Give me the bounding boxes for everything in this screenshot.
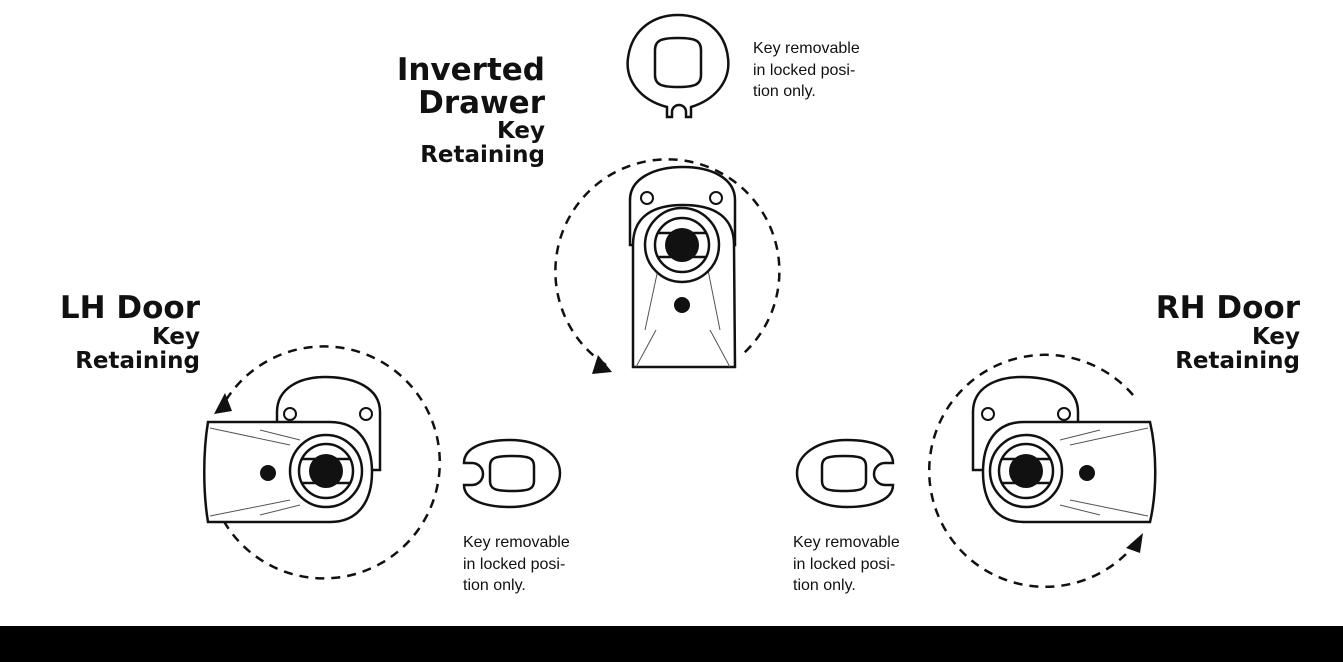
inverted-drawer-lock-body	[628, 165, 737, 369]
lh-door-lock-body	[203, 375, 382, 524]
lh-door-rotation-arc	[214, 345, 441, 580]
rh-door-key-icon	[795, 438, 895, 509]
rh-door-rotation-arc	[927, 353, 1143, 589]
rh-door-subtitle-line1: Key	[1251, 323, 1300, 350]
rh-door-lock-body	[971, 375, 1157, 524]
inverted-drawer-title-line2: Drawer	[418, 84, 545, 121]
inverted-drawer-note-line2: in locked posi-	[753, 61, 856, 79]
footer-bar	[0, 626, 1343, 662]
inverted-drawer-note: Key removable in locked posi- tion only.	[753, 38, 860, 103]
inverted-drawer-rotation-arc	[554, 158, 781, 374]
lh-door-subtitle-line1: Key	[151, 323, 200, 350]
rh-door-note: Key removable in locked posi- tion only.	[793, 532, 900, 597]
rh-door-note-line3: tion only.	[793, 577, 856, 595]
lh-door-note: Key removable in locked posi- tion only.	[463, 532, 570, 597]
lh-door-key-icon	[462, 438, 562, 509]
inverted-drawer-subtitle-line1: Key	[496, 118, 545, 145]
rh-door-note-line2: in locked posi-	[793, 555, 896, 573]
inverted-drawer-label: Inverted Drawer Key Retaining	[380, 54, 545, 167]
lh-door-title: LH Door	[59, 290, 200, 326]
rh-door-label: RH Door Key Retaining	[1140, 292, 1300, 373]
inverted-drawer-title-line1: Inverted	[396, 52, 545, 88]
inverted-drawer-note-line3: tion only.	[753, 83, 816, 101]
rh-door-title: RH Door	[1155, 290, 1300, 326]
lh-door-note-line3: tion only.	[463, 577, 526, 595]
lh-door-subtitle-line2: Retaining	[75, 347, 200, 374]
lh-door-label: LH Door Key Retaining	[30, 292, 200, 373]
lh-door-note-line1: Key removable	[463, 534, 570, 551]
rh-door-note-line1: Key removable	[793, 534, 900, 551]
inverted-drawer-key-icon	[626, 13, 730, 119]
lh-door-note-line2: in locked posi-	[463, 555, 566, 573]
rh-door-subtitle-line2: Retaining	[1175, 347, 1300, 374]
inverted-drawer-note-line1: Key removable	[753, 40, 860, 57]
inverted-drawer-subtitle-line2: Retaining	[420, 142, 545, 169]
